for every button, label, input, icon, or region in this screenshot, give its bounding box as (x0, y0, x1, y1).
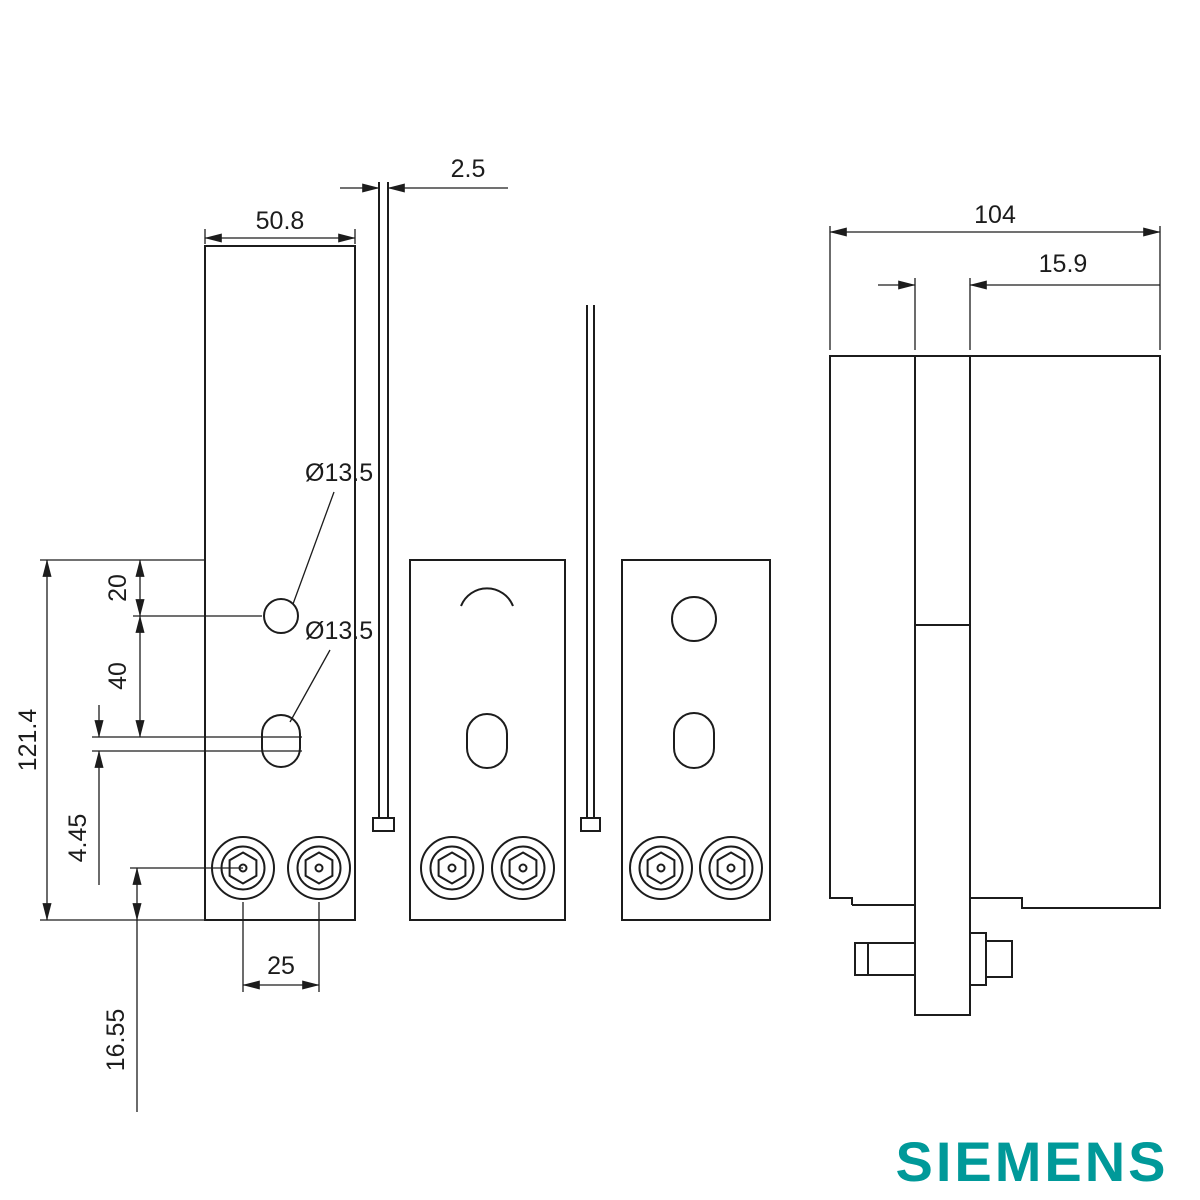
dim-overall-depth: 104 (829, 201, 1161, 350)
slot-hole (466, 713, 508, 769)
hex-bolt (287, 836, 351, 900)
strip-foot (580, 817, 601, 832)
dim-bolt-spacing: 25 (242, 902, 320, 992)
round-hole (263, 598, 299, 634)
strip-foot (372, 817, 395, 832)
dimensions: 50.8 2.5 104 15.9 121.4 (14, 155, 1161, 1112)
top-arc (460, 587, 514, 607)
plate-outline (204, 245, 356, 921)
busbar-side (914, 356, 971, 1016)
slot-hole (673, 712, 715, 769)
side-view (829, 355, 1161, 1016)
dim-label-hole-diameter-top: Ø13.5 (305, 459, 373, 487)
dim-plate-width: 50.8 (204, 207, 356, 244)
dim-top-edge-to-hole: 20 (104, 559, 262, 617)
busbar-strip-2 (580, 305, 601, 832)
plate-outline (409, 559, 566, 921)
dim-label-bolt-spacing: 25 (267, 952, 295, 980)
dim-label-slot-gap: 4.45 (64, 814, 92, 863)
dim-label-overall-depth: 104 (974, 201, 1016, 229)
bolt-side (854, 942, 915, 976)
nut-side (986, 940, 1013, 978)
dim-label-bolt-to-bottom-edge: 16.55 (102, 1009, 130, 1072)
dim-label-bar-offset: 15.9 (1039, 250, 1088, 278)
hex-bolt (491, 836, 555, 900)
round-hole (671, 596, 717, 642)
dim-label-plate-width: 50.8 (256, 207, 305, 235)
dim-label-hole-diameter-bottom: Ø13.5 (305, 617, 373, 645)
dim-hole-to-slot: 40 (104, 615, 145, 738)
hex-bolt (629, 836, 693, 900)
washer-side (970, 932, 987, 986)
dim-bolt-to-bottom-edge: 16.55 (102, 867, 243, 1112)
hex-bolt (420, 836, 484, 900)
plate-outline (621, 559, 771, 921)
siemens-logo: SIEMENS (895, 1130, 1168, 1193)
dim-bar-thickness: 2.5 (340, 155, 508, 193)
leader-hole-diameter-bottom: Ø13.5 (289, 617, 373, 723)
dim-label-hole-to-slot: 40 (104, 662, 132, 690)
front-view-left-plate (204, 245, 356, 921)
slot-hole (261, 714, 301, 768)
front-view-middle-plate (409, 559, 566, 921)
hex-bolt (699, 836, 763, 900)
busbar-strip-1 (372, 182, 395, 832)
leader-hole-diameter-top: Ø13.5 (292, 459, 373, 605)
dim-bar-offset: 15.9 (878, 250, 1160, 350)
dim-label-top-edge-to-hole: 20 (104, 574, 132, 602)
dim-overall-height: 121.4 (14, 559, 205, 921)
dim-slot-gap: 4.45 (64, 705, 302, 885)
dim-label-overall-height: 121.4 (14, 709, 42, 772)
dim-label-bar-thickness: 2.5 (451, 155, 486, 183)
front-view-right-plate (621, 559, 771, 921)
body-outline (829, 355, 1161, 909)
